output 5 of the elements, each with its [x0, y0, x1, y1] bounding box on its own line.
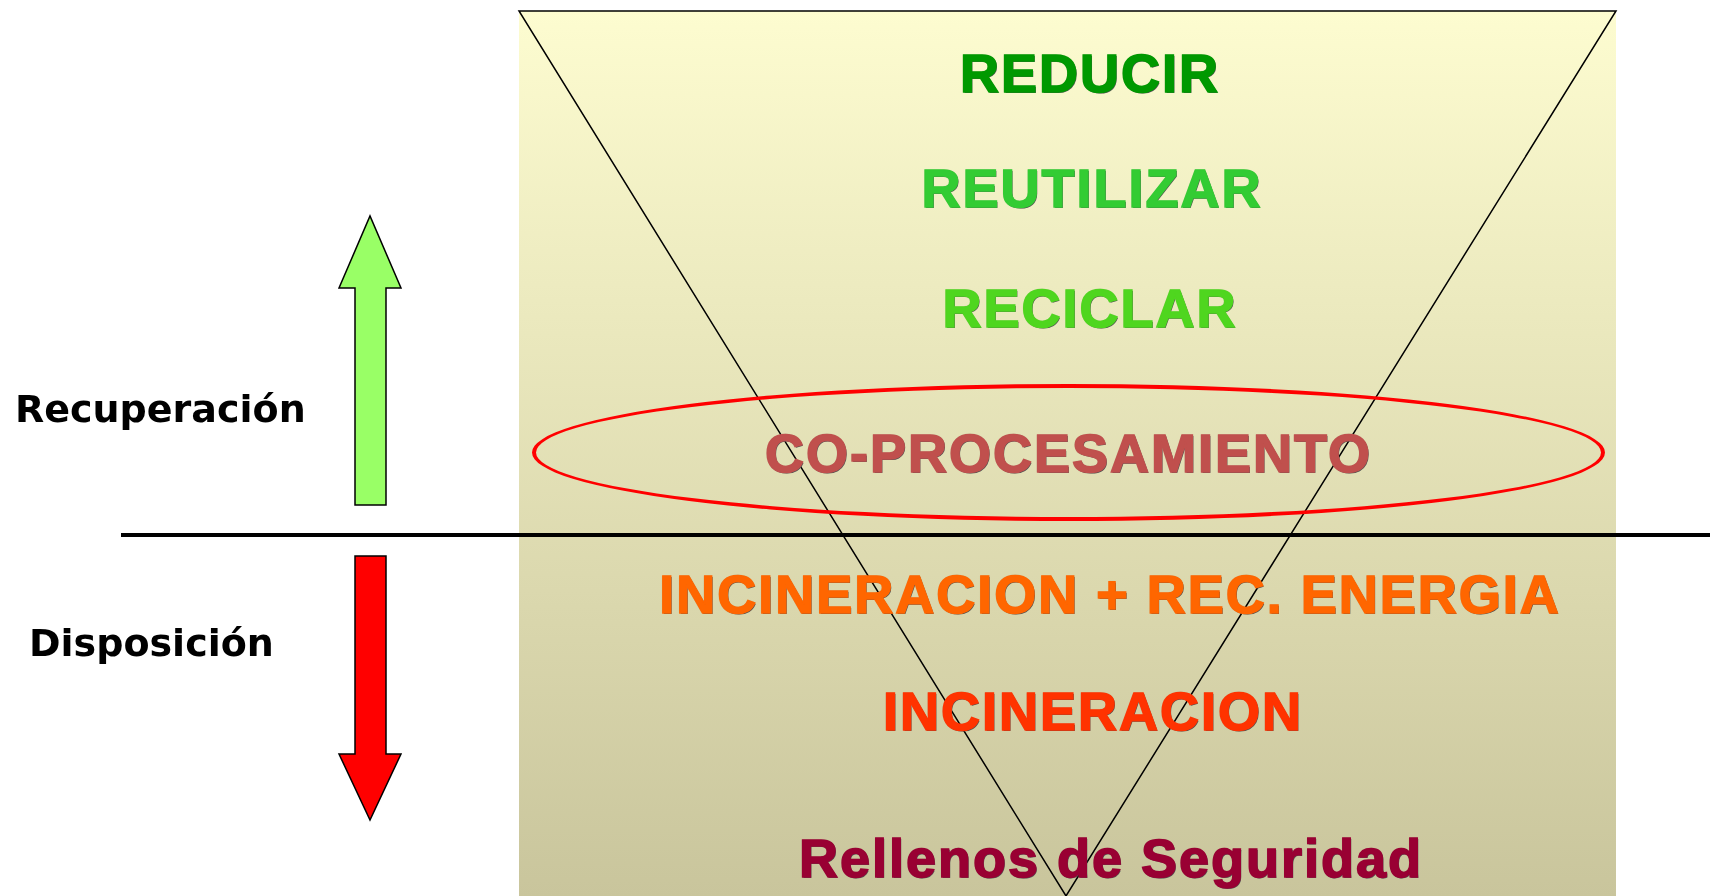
- side-label: Recuperación: [15, 387, 306, 431]
- level-label: REDUCIR: [960, 42, 1220, 104]
- level-label: RECICLAR: [942, 277, 1238, 339]
- side-label: Disposición: [29, 621, 274, 665]
- level-label: REUTILIZAR: [921, 157, 1263, 219]
